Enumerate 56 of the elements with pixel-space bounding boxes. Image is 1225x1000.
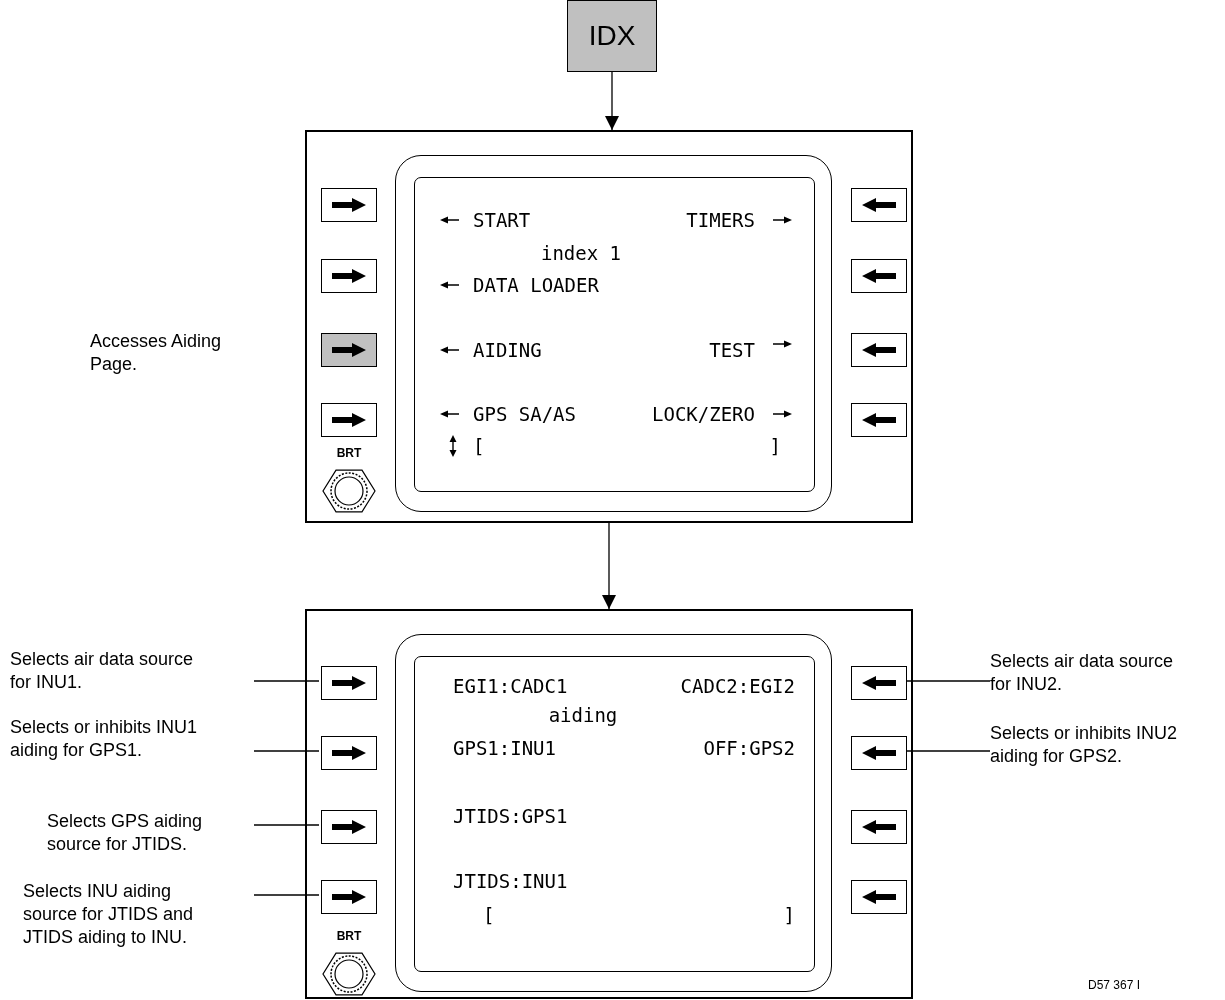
callout-text: Selects air data source for INU1.: [10, 648, 254, 698]
idx-key: IDX: [567, 0, 657, 72]
display-text: START: [473, 208, 531, 232]
display-text: JTIDS:INU1: [453, 869, 568, 893]
display-text: TEST: [709, 338, 755, 362]
line-select-key: [321, 188, 377, 222]
line-select-key: [851, 666, 907, 700]
figure-code: D57 367 I: [1088, 978, 1141, 994]
callout-text: Selects or inhibits INU1 aiding for GPS1.: [10, 716, 254, 766]
leader-line: [253, 680, 320, 682]
line-select-key: [321, 810, 377, 844]
line-select-key: [321, 403, 377, 437]
callout-text: Accesses Aiding Page.: [90, 330, 223, 377]
arrow: [605, 71, 619, 131]
display-screen: [395, 634, 832, 992]
line-select-key: [851, 880, 907, 914]
line-select-key: [321, 736, 377, 770]
display-text: CADC2:EGI2: [680, 674, 795, 698]
display-text: LOCK/ZERO: [652, 402, 755, 426]
line-select-key: [851, 188, 907, 222]
leader-line: [253, 824, 320, 826]
line-select-key: [321, 333, 377, 367]
line-select-key: [851, 259, 907, 293]
leader-line: [253, 750, 320, 752]
control-panel: [305, 130, 913, 523]
callout-text: Selects GPS aiding source for JTIDS.: [47, 810, 254, 860]
display-text: index 1: [540, 241, 622, 265]
display-text: DATA LOADER: [473, 273, 599, 297]
display-text: [: [483, 903, 495, 927]
line-select-key: [321, 880, 377, 914]
line-select-key: [851, 810, 907, 844]
control-panel: [305, 609, 913, 999]
display-text: GPS1:INU1: [453, 736, 556, 760]
arrow: [602, 522, 616, 610]
display-text: ]: [769, 434, 781, 458]
display-text: aiding: [548, 703, 618, 727]
display-text: EGI1:CADC1: [453, 674, 568, 698]
callout-text: Selects INU aiding source for JTIDS and JTIDS aiding to INU.: [23, 880, 254, 952]
display-text: ]: [783, 903, 795, 927]
knob-label: BRT: [335, 446, 363, 460]
line-select-key: [851, 333, 907, 367]
display-text: [: [473, 434, 485, 458]
display-text: OFF:GPS2: [703, 736, 795, 760]
line-select-key: [851, 736, 907, 770]
display-text: GPS SA/AS: [473, 402, 576, 426]
display-text: JTIDS:GPS1: [453, 804, 568, 828]
display-screen: [395, 155, 832, 512]
knob-label: BRT: [335, 929, 363, 943]
display-text: TIMERS: [686, 208, 755, 232]
callout-text: Selects air data source for INU2.: [990, 650, 1222, 700]
display-text: AIDING: [473, 338, 542, 362]
line-select-key: [321, 666, 377, 700]
leader-line: [253, 894, 320, 896]
line-select-key: [851, 403, 907, 437]
callout-text: Selects or inhibits INU2 aiding for GPS2.: [990, 722, 1222, 772]
line-select-key: [321, 259, 377, 293]
